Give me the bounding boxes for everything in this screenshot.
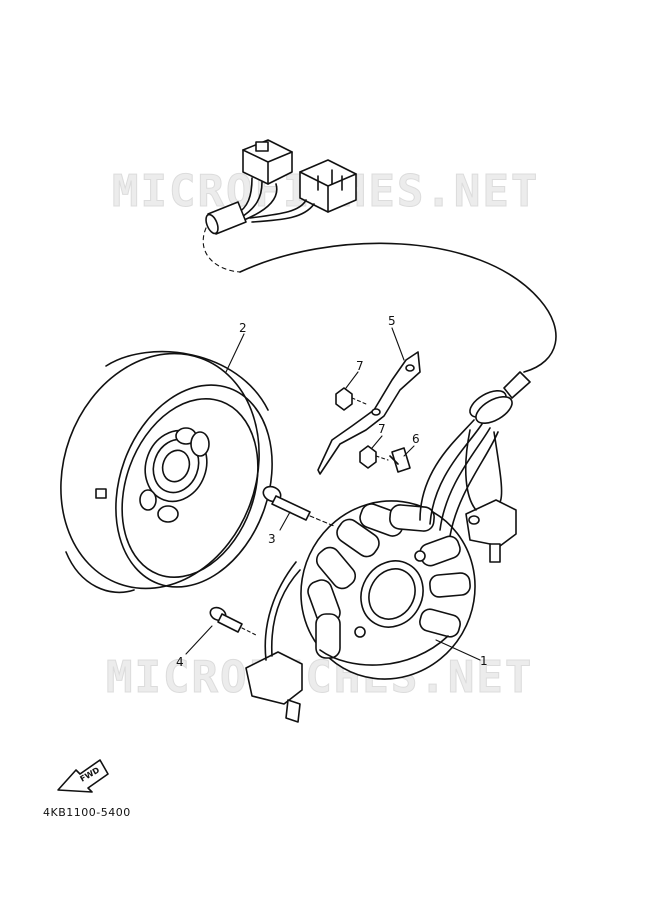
flywheel-rotor [60, 350, 273, 594]
stator-assembly [300, 500, 476, 680]
watermark-bottom: MICROFICHES.NET [106, 652, 533, 703]
callout-7-lower: 7 [378, 422, 386, 436]
callout-7-upper: 7 [356, 359, 364, 373]
callout-5: 5 [388, 314, 396, 328]
plate-6 [389, 447, 411, 473]
cable-clamp [317, 351, 421, 475]
pickup-coil [245, 561, 303, 723]
leader-lines [185, 327, 481, 661]
screw-4 [209, 606, 259, 637]
fwd-arrow-icon: FWD [57, 759, 109, 793]
callout-2: 2 [239, 321, 247, 335]
wire-harness-connector [202, 139, 557, 373]
callout-4: 4 [176, 655, 184, 669]
stator-wiring [419, 371, 531, 563]
diagram-code: 4KB1100-5400 [43, 806, 131, 819]
screw-7-lower [359, 445, 389, 469]
callout-1: 1 [480, 654, 488, 668]
callout-6: 6 [412, 432, 420, 446]
callout-3: 3 [268, 532, 276, 546]
screw-7-upper [335, 387, 367, 411]
bolt-3 [262, 485, 335, 527]
